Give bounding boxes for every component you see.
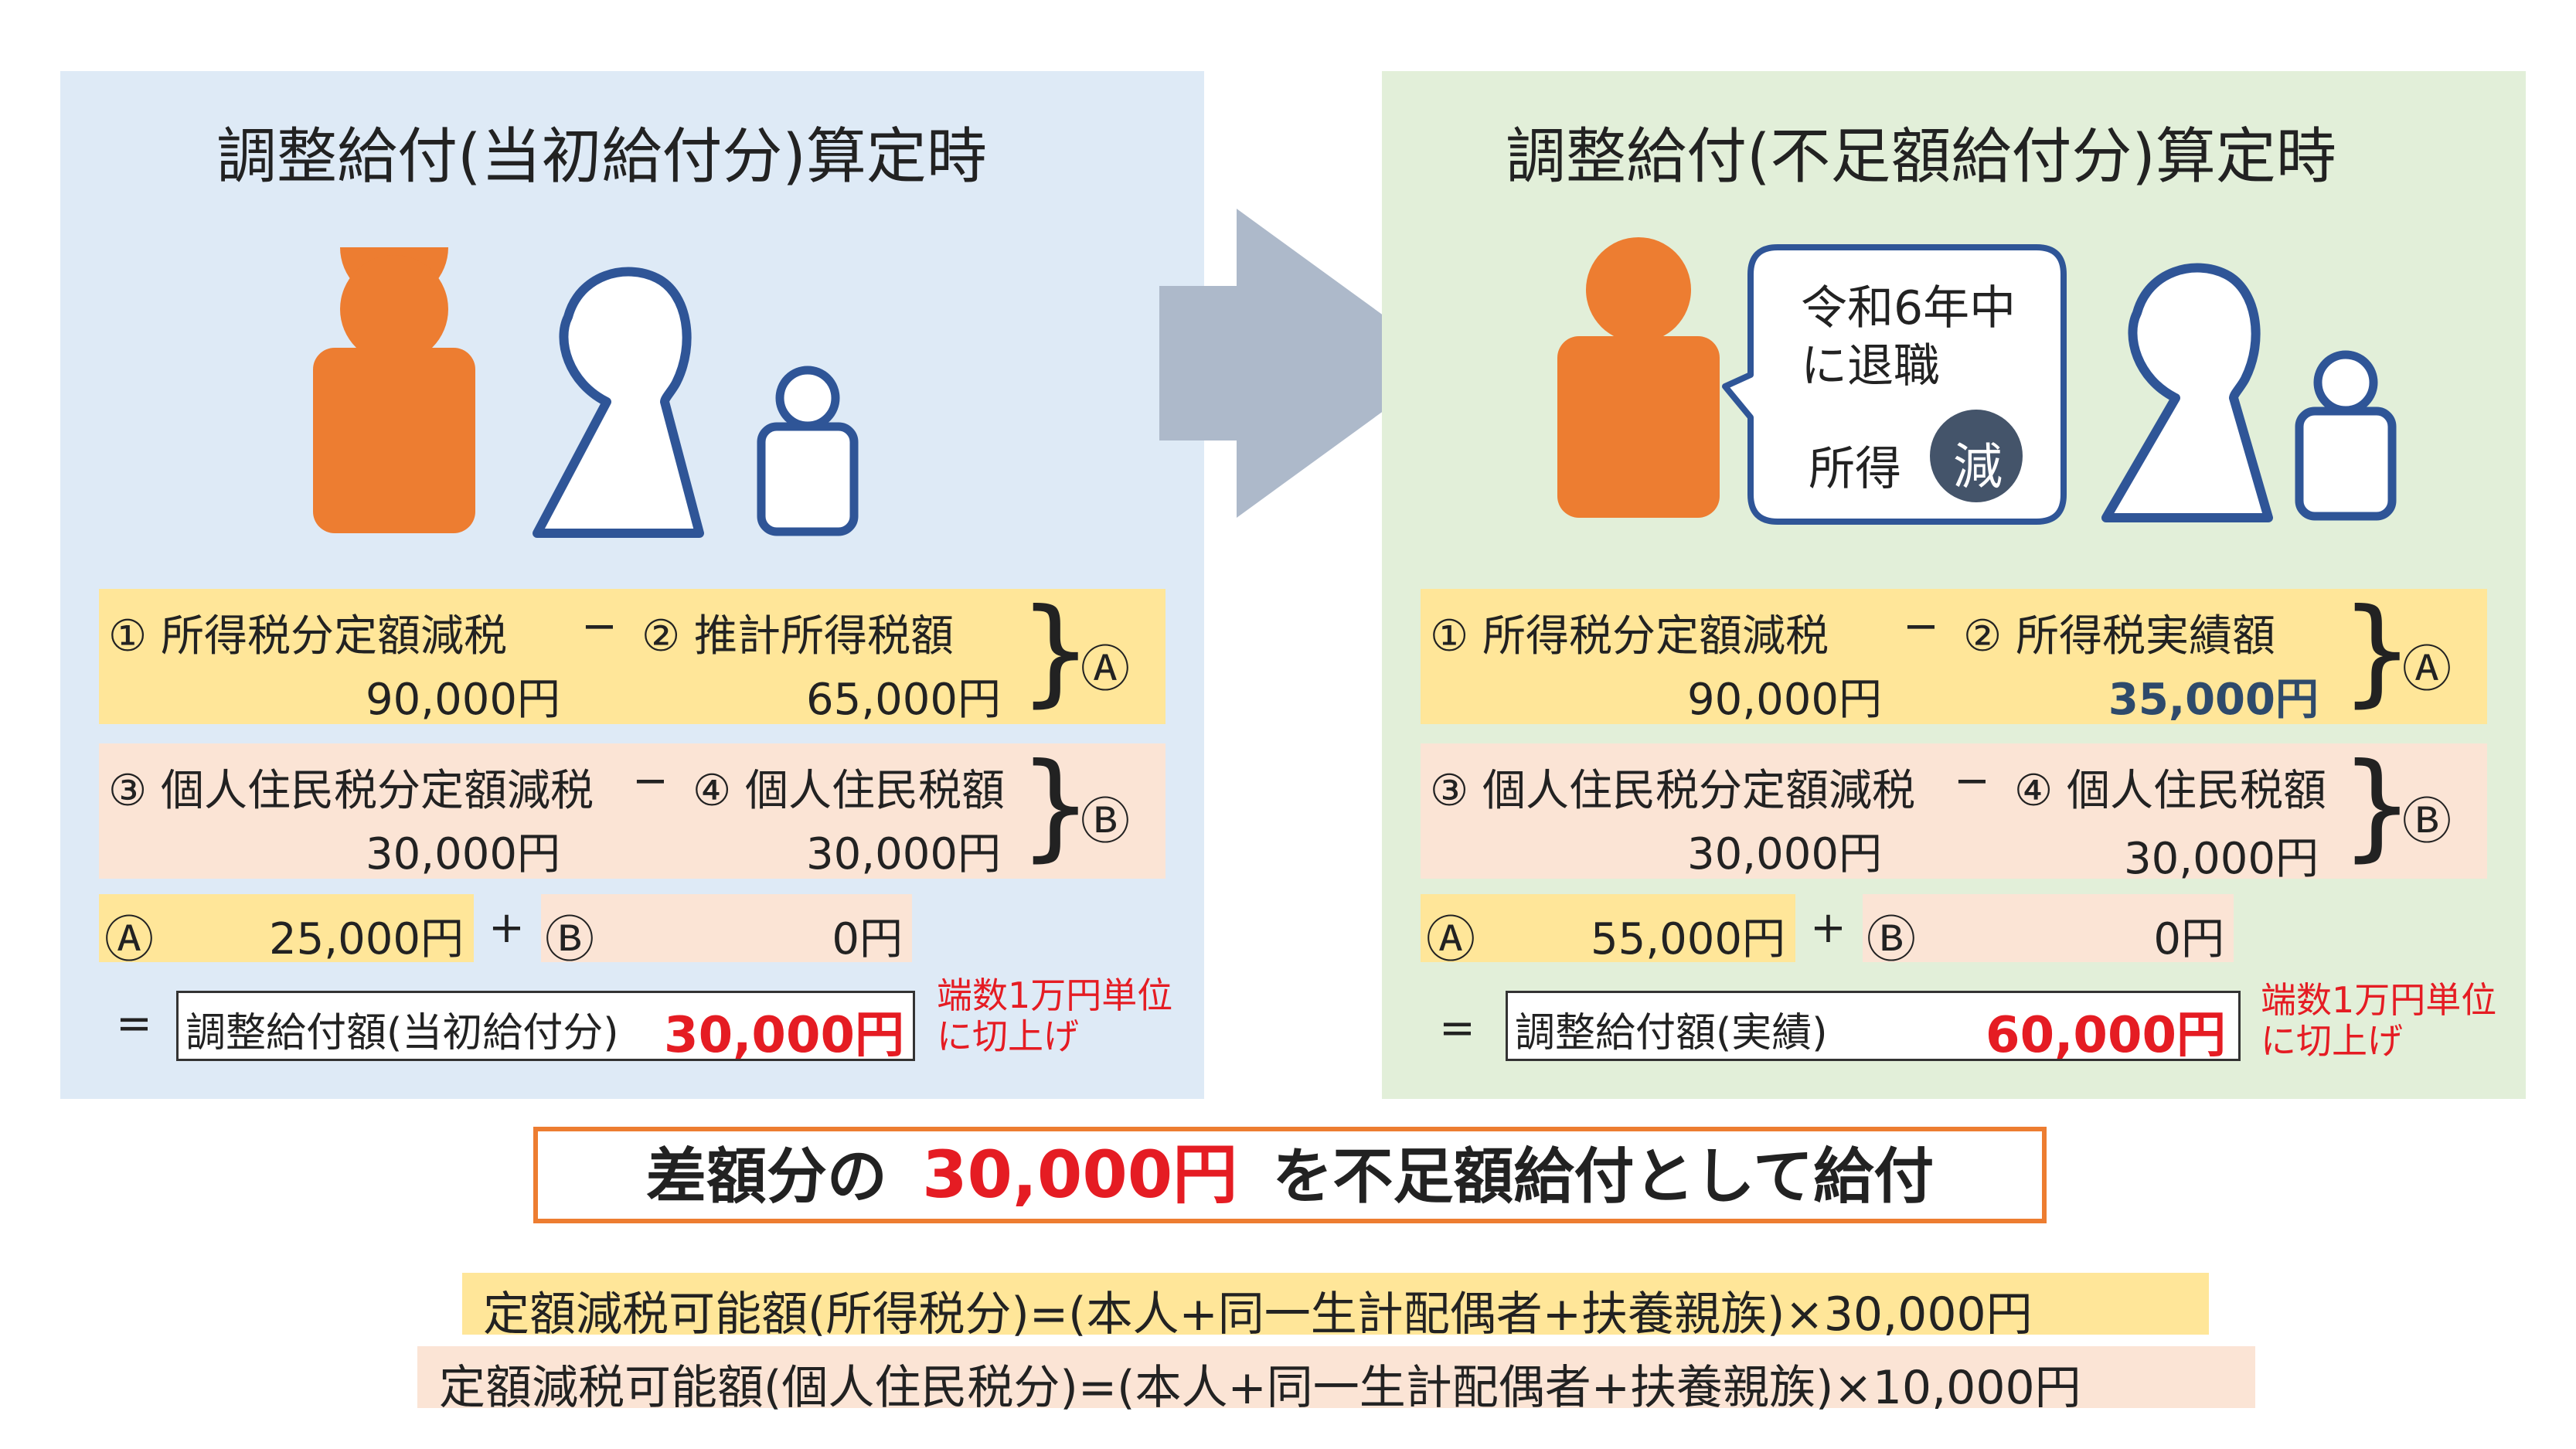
- left-sum-a-band: [99, 894, 474, 962]
- left-row1-minus: −: [581, 601, 618, 651]
- left-row2-value1: 30,000円: [366, 829, 560, 879]
- right-row2-tag: Ⓑ: [2402, 794, 2452, 851]
- left-sum-plus: +: [488, 903, 525, 953]
- speech-bubble: [1722, 244, 2067, 525]
- right-row2-value1: 30,000円: [1687, 829, 1882, 879]
- bubble-line2: に退職: [1801, 339, 1940, 393]
- right-row2-value2: 30,000円: [2124, 834, 2319, 884]
- right-note-line2: に切上げ: [2261, 1019, 2403, 1062]
- right-note-line1: 端数1万円単位: [2261, 979, 2497, 1021]
- formula1-band: [462, 1273, 2209, 1335]
- left-row2-label1: ③ 個人住民税分定額減税: [108, 766, 594, 816]
- right-row1-label1: ① 所得税分定額減税: [1430, 611, 1829, 662]
- left-row1-tag: Ⓐ: [1080, 641, 1130, 699]
- right-row2-label2: ④ 個人住民税額: [2014, 766, 2327, 816]
- right-row1-band: [1421, 589, 2487, 724]
- income-decrease-badge: 減: [1953, 439, 2003, 496]
- left-rounding-note: 端数1万円単位 に切上げ: [937, 975, 1172, 1057]
- left-result-value: 30,000円: [664, 1007, 904, 1064]
- right-sum-tag-a: Ⓐ: [1426, 912, 1475, 969]
- father-figure-icon: [1557, 237, 1720, 518]
- banner-amount: 30,000円: [922, 1137, 1238, 1213]
- transition-arrow-icon: [1159, 209, 1449, 518]
- mother-figure-icon: [2101, 263, 2273, 522]
- right-sum-plus: +: [1810, 903, 1846, 953]
- left-row2-minus: −: [632, 756, 669, 806]
- left-result-label: 調整給付額(当初給付分): [185, 1010, 619, 1056]
- right-row1-label2: ② 所得税実績額: [1963, 611, 2276, 662]
- formula-resident-tax: 定額減税可能額(個人住民税分)=(本人+同一生計配偶者+扶養親族)×10,000…: [439, 1361, 2081, 1415]
- child-figure-icon: [757, 366, 859, 536]
- left-family-figures: [313, 247, 859, 538]
- left-note-line2: に切上げ: [937, 1015, 1079, 1057]
- left-note-line1: 端数1万円単位: [937, 975, 1173, 1016]
- difference-banner: 差額分の 30,000円 を不足額給付として給付: [533, 1127, 2047, 1223]
- left-row1-label2: ② 推計所得税額: [641, 611, 955, 662]
- child-figure-icon: [2295, 350, 2397, 521]
- right-row1-minus: −: [1903, 601, 1939, 651]
- banner-prefix: 差額分の: [645, 1142, 887, 1212]
- right-sum-tag-b: Ⓑ: [1866, 912, 1916, 969]
- left-sum-tag-b: Ⓑ: [545, 912, 594, 969]
- left-result-equals: =: [116, 998, 152, 1049]
- right-row2-label1: ③ 個人住民税分定額減税: [1430, 766, 1916, 816]
- left-row1-value2: 65,000円: [806, 675, 1001, 725]
- right-rounding-note: 端数1万円単位 に切上げ: [2261, 980, 2496, 1062]
- right-row2-minus: −: [1954, 756, 1990, 806]
- left-sum-value-b: 0円: [832, 914, 903, 964]
- right-result-box: [1506, 991, 2241, 1061]
- left-row2-brace: }: [1019, 739, 1093, 873]
- right-sum-value-b: 0円: [2153, 914, 2224, 964]
- left-result-box: [176, 991, 915, 1061]
- bubble-line1: 令和6年中: [1801, 281, 2016, 335]
- right-result-label: 調整給付額(実績): [1515, 1010, 1828, 1056]
- right-result-equals: =: [1439, 1003, 1475, 1053]
- right-sum-value-a: 55,000円: [1591, 914, 1785, 964]
- formula-income-tax: 定額減税可能額(所得税分)=(本人+同一生計配偶者+扶養親族)×30,000円: [483, 1287, 2033, 1342]
- right-sum-b-band: [1863, 894, 2234, 962]
- bubble-line3: 所得: [1809, 442, 1901, 496]
- right-sum-a-band: [1421, 894, 1795, 962]
- formula2-band: [417, 1346, 2255, 1408]
- left-row2-band: [99, 743, 1165, 879]
- right-row2-brace: }: [2340, 739, 2414, 873]
- right-result-value: 60,000円: [1986, 1007, 2226, 1064]
- father-figure-icon: [313, 247, 475, 533]
- left-sum-b-band: [541, 894, 912, 962]
- right-panel-title: 調整給付(不足額給付分)算定時: [1506, 122, 2336, 192]
- left-sum-tag-a: Ⓐ: [104, 912, 154, 969]
- left-row2-label2: ④ 個人住民税額: [692, 766, 1006, 816]
- right-row1-tag: Ⓐ: [2402, 641, 2452, 699]
- mother-figure-icon: [533, 267, 704, 538]
- banner-suffix: を不足額給付として給付: [1272, 1142, 1935, 1212]
- left-row1-band: [99, 589, 1165, 724]
- left-row1-brace: }: [1019, 584, 1093, 719]
- right-row2-band: [1421, 743, 2487, 879]
- left-row1-label1: ① 所得税分定額減税: [108, 611, 508, 662]
- right-row1-value1: 90,000円: [1687, 675, 1882, 725]
- left-row1-value1: 90,000円: [366, 675, 560, 725]
- right-row1-brace: }: [2340, 584, 2414, 719]
- right-family-figures: [1557, 237, 2397, 525]
- left-panel-title: 調整給付(当初給付分)算定時: [216, 122, 987, 192]
- left-row2-tag: Ⓑ: [1080, 794, 1130, 851]
- right-row1-value2: 35,000円: [2108, 675, 2319, 725]
- left-row2-value2: 30,000円: [806, 829, 1001, 879]
- left-sum-value-a: 25,000円: [269, 914, 464, 964]
